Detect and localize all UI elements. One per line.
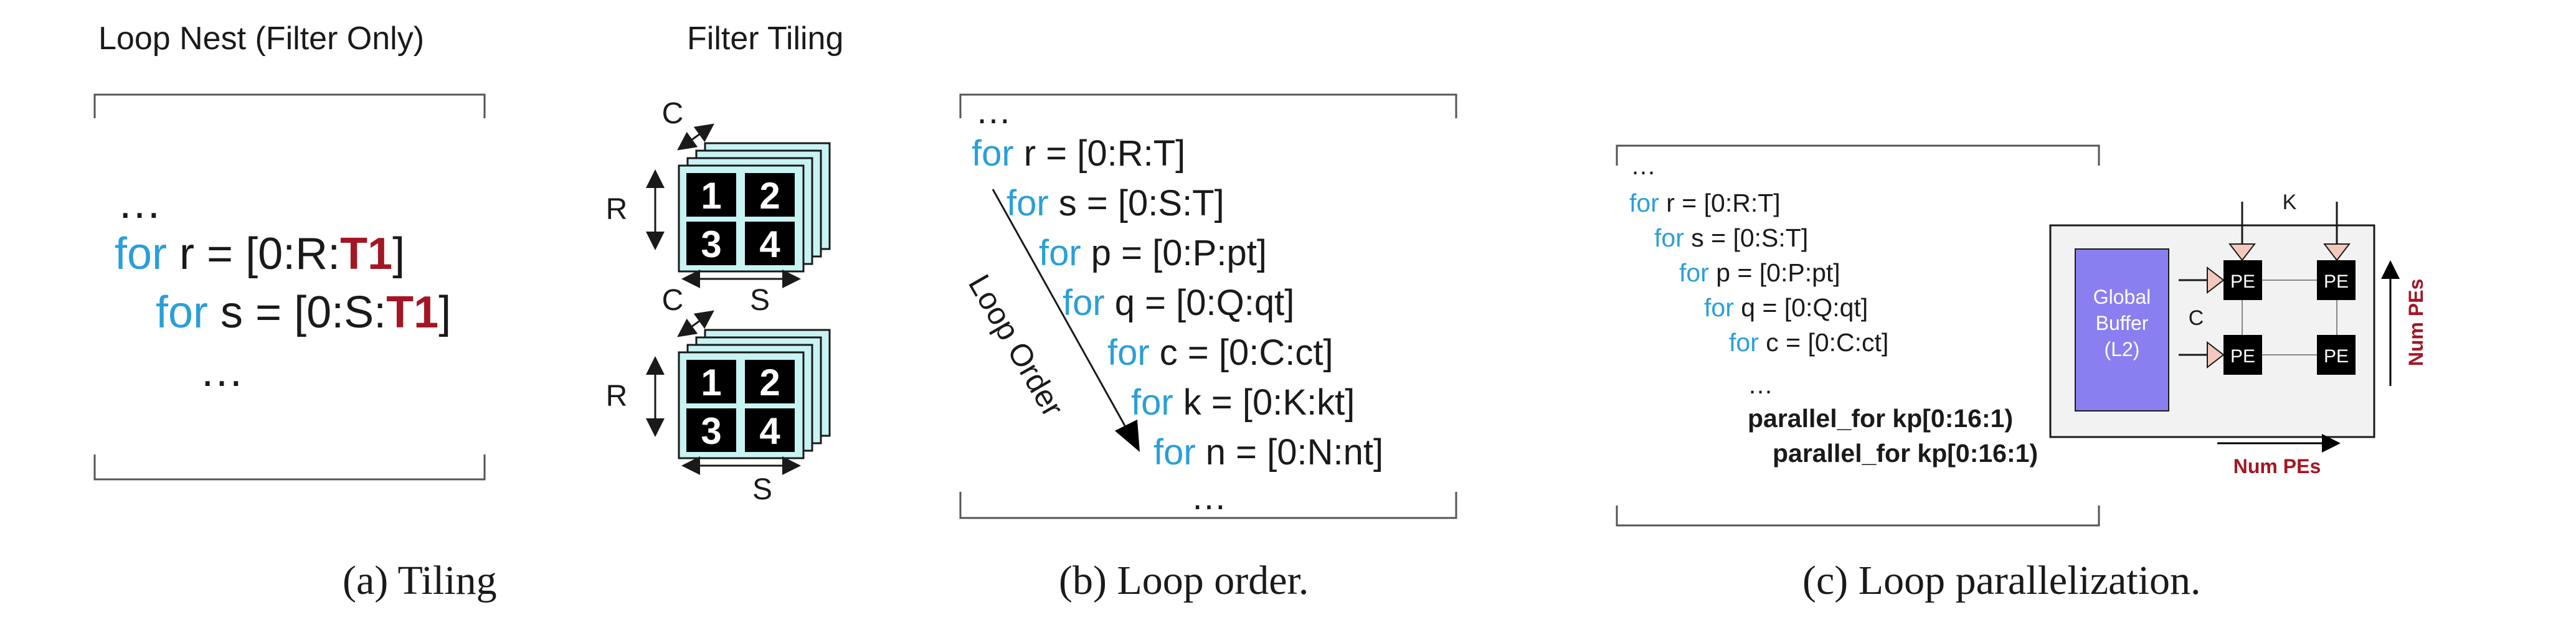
tile-label: 1 <box>701 175 721 217</box>
for-keyword: for <box>115 229 168 279</box>
input-arrow <box>2207 341 2225 369</box>
tile-label: 2 <box>759 175 780 217</box>
parallel-for-line: parallel_for kp[0:16:1) <box>1773 439 2039 468</box>
dim-s-label: S <box>750 284 770 317</box>
pe <box>2223 335 2262 375</box>
num-pes-vertical-label: Num PEs <box>2405 279 2427 366</box>
ellipsis-top: … <box>975 91 1011 131</box>
dim-c-label: C <box>662 284 684 317</box>
loop-line: for c = [0:C:ct] <box>1729 328 1889 357</box>
pe-label: PE <box>2324 271 2349 292</box>
input-arrow <box>2207 266 2225 294</box>
loop-line-r: for r = [0:R:T1] <box>115 229 405 279</box>
pe-array-diagram: Global Buffer (L2) K C PE PE PE PE Num P… <box>2049 190 2427 477</box>
ellipsis-bottom: … <box>1191 477 1227 517</box>
loop-order-arrow <box>992 189 1140 452</box>
caption-b: (b) Loop order. <box>1059 558 1309 603</box>
caption-a: (a) Tiling <box>343 558 497 603</box>
tile-label: 1 <box>701 362 721 403</box>
loop-line: for n = [0:N:nt] <box>1153 432 1384 472</box>
dim-r-label: R <box>606 380 628 413</box>
loop-line: for p = [0:P:pt] <box>1679 258 1840 287</box>
filter-tiling-diagram: 1 2 3 4 C R 1 2 3 4 C S R S <box>606 97 831 506</box>
global-buffer <box>2075 248 2169 411</box>
tile-label: 4 <box>759 223 780 265</box>
label-c: C <box>2189 306 2204 330</box>
pe <box>2317 335 2356 375</box>
dim-c-arrow <box>677 310 714 337</box>
filter-stack-upper: 1 2 3 4 <box>678 142 831 273</box>
loop-nest-header: Loop Nest (Filter Only) <box>98 21 425 57</box>
loop-line: for c = [0:C:ct] <box>1107 332 1333 373</box>
tile-label: 3 <box>701 410 721 452</box>
loop-line: for r = [0:R:T] <box>972 133 1186 174</box>
caption-c: (c) Loop parallelization. <box>1802 558 2201 603</box>
dim-c-label: C <box>662 97 684 130</box>
filter-tiling-header: Filter Tiling <box>687 21 844 57</box>
svg-text:Buffer: Buffer <box>2096 312 2149 334</box>
dim-s-label: S <box>752 473 772 506</box>
ellipsis-mid: … <box>1748 370 1773 399</box>
tile-size: T1 <box>340 229 393 279</box>
pe-label: PE <box>2230 271 2255 292</box>
tile-size: T1 <box>386 288 439 337</box>
dim-c-arrow <box>677 123 714 151</box>
loop-line: for q = [0:Q:qt] <box>1704 293 1868 322</box>
input-arrow <box>2323 243 2351 261</box>
loop-line: for p = [0:P:pt] <box>1039 233 1267 273</box>
svg-text:Global: Global <box>2093 286 2151 308</box>
parallel-for-line: parallel_for kp[0:16:1) <box>1748 404 2014 433</box>
label-k: K <box>2283 190 2297 214</box>
pe <box>2223 260 2262 300</box>
loop-line-s: for s = [0:S:T1] <box>156 288 452 337</box>
pe-label: PE <box>2324 346 2349 367</box>
input-arrow <box>2228 243 2256 261</box>
panel-a-bracket <box>93 93 486 481</box>
tile-label: 2 <box>759 362 780 403</box>
loop-line: for q = [0:Q:qt] <box>1063 283 1295 323</box>
dim-r-label: R <box>606 193 628 226</box>
filter-stack-lower: 1 2 3 4 <box>678 329 831 459</box>
ellipsis-top: … <box>117 178 162 228</box>
loop-line: for s = [0:S:T] <box>1654 223 1809 252</box>
ellipsis-top: … <box>1631 151 1656 180</box>
loop-line: for s = [0:S:T] <box>1006 183 1224 223</box>
panel-b-bracket <box>959 93 1457 519</box>
loop-line: for r = [0:R:T] <box>1629 189 1781 217</box>
pe-label: PE <box>2230 346 2255 367</box>
ellipsis-bottom: … <box>199 346 244 396</box>
pe <box>2317 260 2356 300</box>
tile-label: 4 <box>759 410 780 452</box>
tile-label: 3 <box>701 223 721 265</box>
loop-line: for k = [0:K:kt] <box>1131 382 1355 423</box>
num-pes-horizontal-label: Num PEs <box>2233 455 2321 477</box>
panel-c-bracket <box>1616 144 2100 527</box>
for-keyword: for <box>156 288 209 337</box>
svg-text:(L2): (L2) <box>2105 338 2140 360</box>
